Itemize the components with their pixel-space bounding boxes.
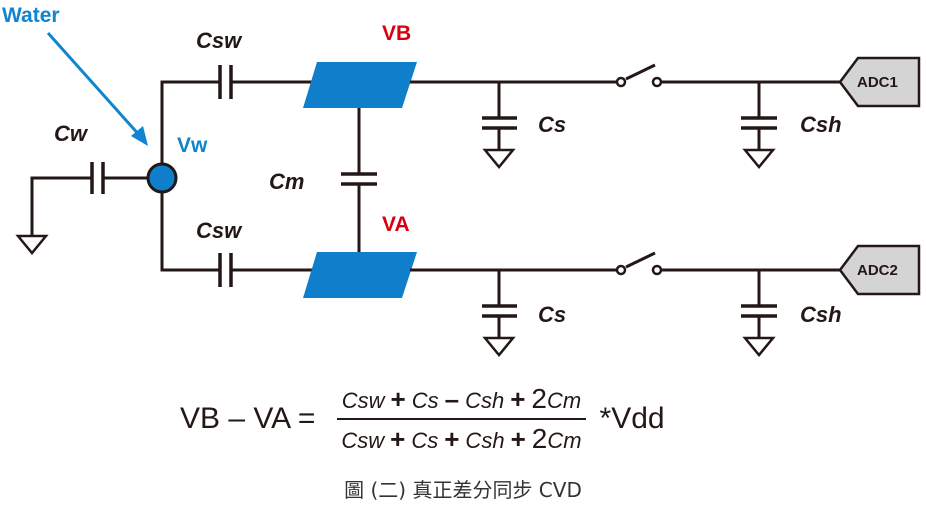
cm-label: Cm <box>269 169 304 194</box>
figure-caption: 圖 (二) 真正差分同步 CVD <box>344 478 582 502</box>
cs-top-capacitor <box>482 82 517 169</box>
coefficient: 2 <box>531 423 548 454</box>
ground-icon <box>15 234 49 255</box>
ground-icon <box>482 336 516 357</box>
cw-label: CCww <box>54 121 89 146</box>
vb-label: VB <box>382 22 411 45</box>
capacitance-symbol: C <box>465 428 482 453</box>
switch-bottom-node-a <box>615 264 627 276</box>
csw-bottom-capacitor <box>218 253 312 287</box>
ground-icon <box>742 148 776 169</box>
bottom-signal-line <box>410 251 840 276</box>
denominator-operator: + <box>390 424 406 454</box>
capacitance-subscript: sh <box>480 388 505 413</box>
vw-label: Vw <box>177 134 208 157</box>
capacitance-symbol: C <box>411 428 428 453</box>
formula-fraction: Csw+Cs–Csh+2Cm Csw+Cs+Csh+2Cm <box>337 383 586 455</box>
adc2-port: ADC2 <box>838 244 921 296</box>
denominator-term: Csh <box>465 428 504 453</box>
switch-top-node-a <box>615 76 627 88</box>
capacitance-subscript: m <box>562 388 582 413</box>
ground-icon <box>742 336 776 357</box>
cs-top-label: Cs <box>538 112 566 137</box>
numerator-term: Csh <box>465 388 504 413</box>
cm-capacitor <box>341 108 377 252</box>
numerator-operator: – <box>444 384 460 414</box>
coefficient: 2 <box>531 383 547 414</box>
adc1-port: ADC1 <box>838 56 921 108</box>
ground-icon <box>482 148 516 169</box>
capacitance-symbol: C <box>547 428 564 453</box>
capacitance-subscript: sw <box>357 388 385 413</box>
capacitance-subscript: s <box>427 388 439 413</box>
csw-top-capacitor <box>218 65 312 99</box>
csh-top-capacitor <box>741 82 777 169</box>
csw-bottom-wire <box>160 192 220 272</box>
capacitance-subscript: sw <box>357 428 385 453</box>
numerator-term: Cs <box>412 388 439 413</box>
differential-formula: VB – VA = Csw+Cs–Csh+2Cm Csw+Cs+Csh+2Cm … <box>180 383 665 455</box>
va-label: VA <box>382 213 410 236</box>
cs-bottom-label: Cs <box>538 302 566 327</box>
capacitance-subscript: sh <box>481 428 505 453</box>
csw-top-wire <box>160 80 220 165</box>
csh-top-label: Csh <box>800 112 842 137</box>
formula-denominator: Csw+Cs+Csh+2Cm <box>337 423 585 455</box>
switch-bottom-node-b <box>651 264 663 276</box>
capacitance-symbol: C <box>411 388 428 413</box>
cs-bottom-capacitor <box>482 270 517 357</box>
csh-bottom-capacitor <box>741 270 777 357</box>
numerator-operator: + <box>510 384 526 414</box>
circuit-diagram: Water Vw CCww Csw Csw VB VA Cm <box>2 4 921 357</box>
capacitance-symbol: C <box>465 388 481 413</box>
capacitance-symbol: C <box>546 388 563 413</box>
adc2-label: ADC2 <box>857 262 898 279</box>
capacitance-subscript: s <box>427 428 439 453</box>
capacitance-symbol: C <box>341 388 358 413</box>
switch-top-node-b <box>651 76 663 88</box>
numerator-term: Csw <box>342 388 385 413</box>
formula-lhs: VB – VA = <box>180 402 316 435</box>
vb-sensor-pad <box>303 62 417 108</box>
cw-branch <box>15 162 148 255</box>
va-sensor-pad <box>303 252 417 298</box>
numerator-term: 2Cm <box>531 383 582 414</box>
denominator-term: 2Cm <box>532 423 582 454</box>
denominator-operator: + <box>510 424 526 454</box>
formula-numerator: Csw+Cs–Csh+2Cm <box>338 383 585 415</box>
csw-top-label: Csw <box>196 28 243 53</box>
csw-bottom-label: Csw <box>196 218 243 243</box>
numerator-operator: + <box>390 384 406 414</box>
denominator-term: Csw <box>341 428 384 453</box>
denominator-term: Cs <box>411 428 438 453</box>
capacitance-subscript: m <box>563 428 582 453</box>
water-arrow <box>46 32 148 146</box>
vw-node <box>146 162 178 194</box>
capacitance-symbol: C <box>341 428 358 453</box>
fraction-bar <box>337 418 586 420</box>
adc1-label: ADC1 <box>857 74 898 91</box>
top-signal-line <box>410 63 840 88</box>
water-label: Water <box>2 4 60 27</box>
csh-bottom-label: Csh <box>800 302 842 327</box>
denominator-operator: + <box>444 424 460 454</box>
formula-rhs: *Vdd <box>599 402 665 435</box>
